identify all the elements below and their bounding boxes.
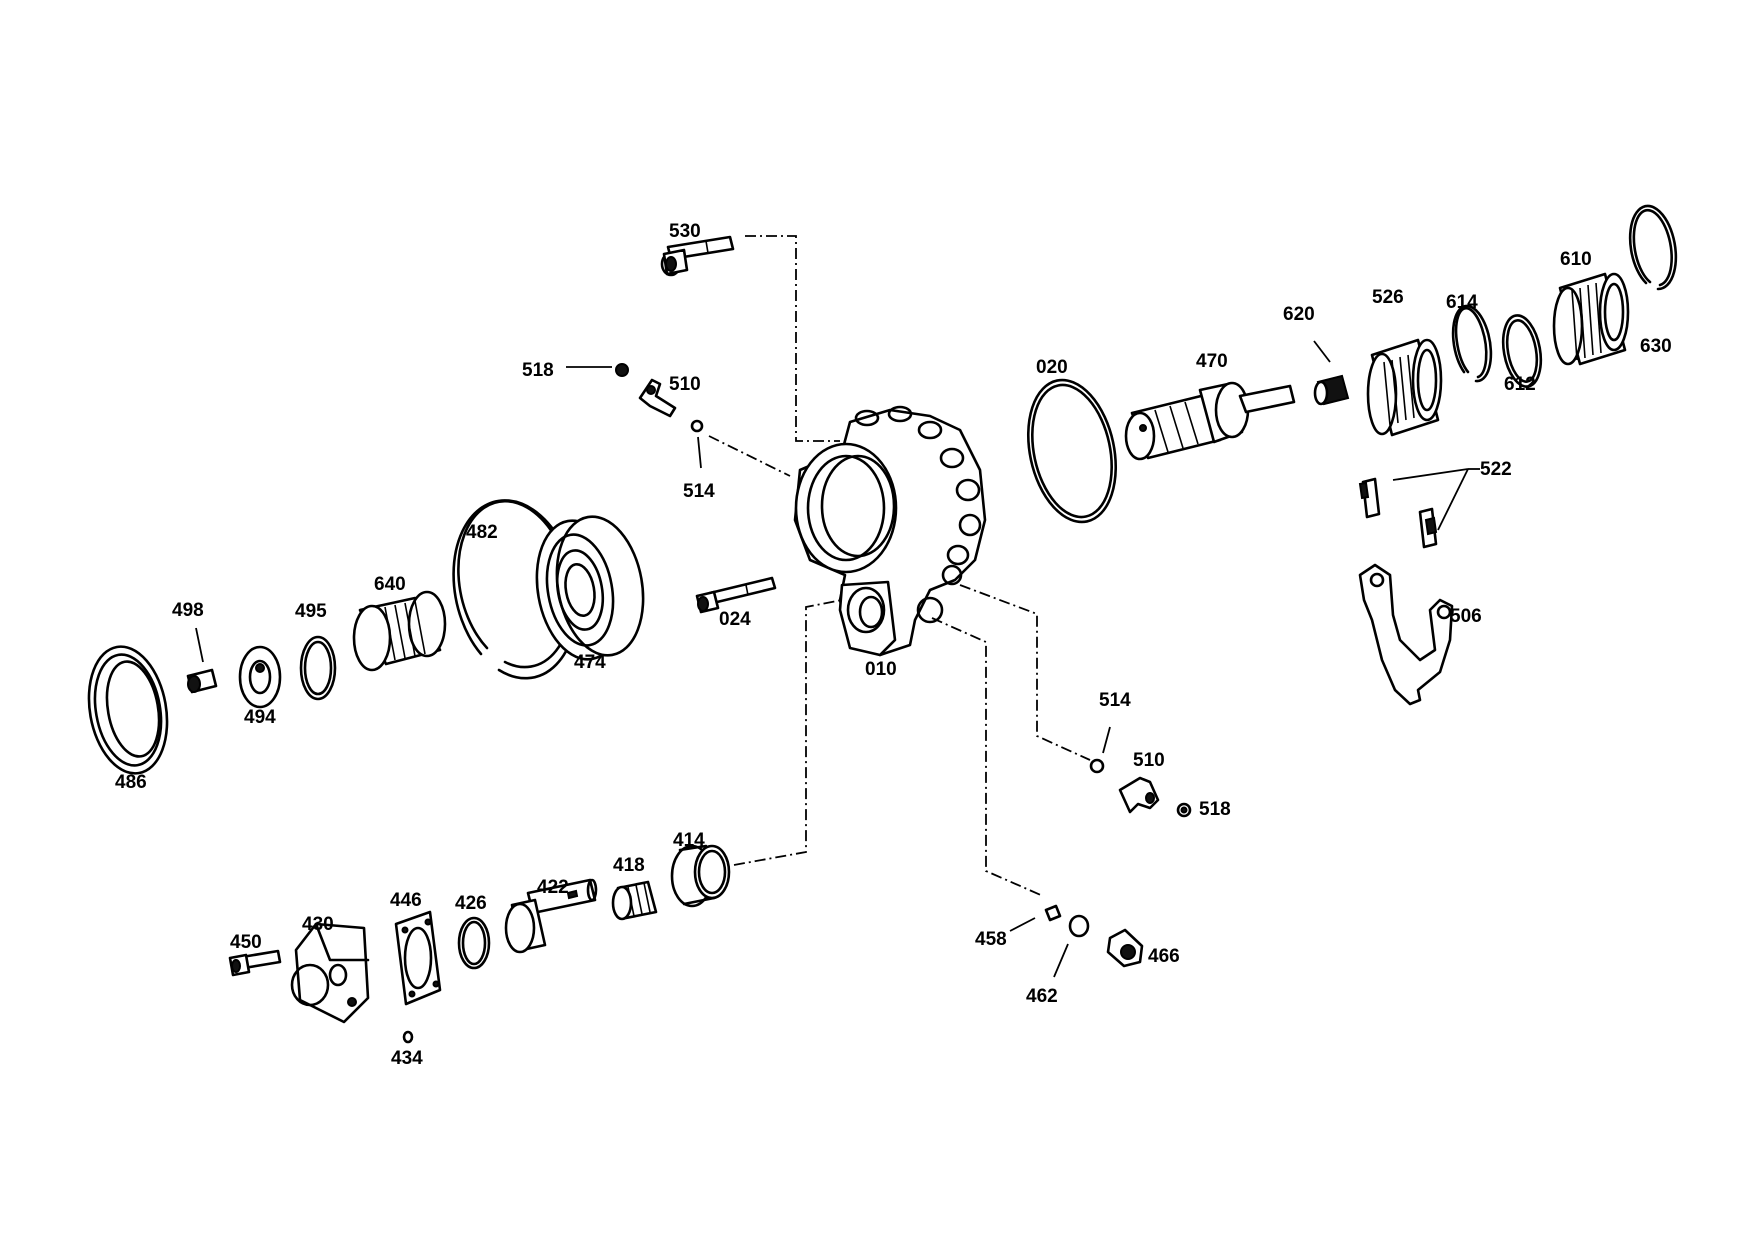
needle-bearing-620 [1313, 374, 1350, 406]
callout-450: 450 [230, 932, 262, 953]
callout-506: 506 [1450, 606, 1482, 627]
plug-518-upper [615, 363, 629, 377]
callout-620: 620 [1283, 304, 1315, 325]
callout-414: 414 [673, 830, 705, 851]
screw-498 [186, 668, 218, 694]
ball-bearing-474 [535, 515, 645, 661]
ring-434 [402, 1030, 414, 1044]
seal-486 [87, 645, 169, 775]
callout-498: 498 [172, 600, 204, 621]
housing-010 [793, 405, 987, 657]
bushing-414 [670, 844, 731, 908]
gasket-446 [394, 910, 442, 1006]
callout-518-upper: 518 [522, 360, 554, 381]
bolt-024 [695, 576, 777, 614]
piston-422 [504, 878, 598, 954]
plug-458 [1044, 904, 1062, 922]
circlip-630 [1628, 204, 1678, 291]
ring-514-upper [690, 419, 704, 433]
callout-020: 020 [1036, 357, 1068, 378]
washer-494 [238, 645, 282, 709]
callout-462: 462 [1026, 986, 1058, 1007]
callout-470: 470 [1196, 351, 1228, 372]
callout-494: 494 [244, 707, 276, 728]
lever-510-lower [1118, 776, 1160, 814]
callout-518-lower: 518 [1199, 799, 1231, 820]
callout-446: 446 [390, 890, 422, 911]
callout-530: 530 [669, 221, 701, 242]
callout-614: 614 [1446, 292, 1478, 313]
snap-ring-482 [452, 499, 579, 680]
callout-526: 526 [1372, 287, 1404, 308]
callout-labels: 530 518 510 514 020 470 620 526 614 610 … [115, 221, 1672, 1069]
callout-610: 610 [1560, 249, 1592, 270]
lever-510-upper [638, 378, 677, 418]
assembly-lines [708, 235, 1091, 897]
circlip-614 [1451, 304, 1493, 383]
callout-474: 474 [574, 652, 606, 673]
ring-612 [1501, 314, 1543, 388]
ring-426 [457, 916, 491, 970]
fitting-466 [1106, 928, 1144, 968]
callout-466: 466 [1148, 946, 1180, 967]
ring-495 [299, 635, 337, 701]
callout-495: 495 [295, 601, 327, 622]
plug-518-lower [1176, 802, 1192, 818]
callout-010: 010 [865, 659, 897, 680]
callout-458: 458 [975, 929, 1007, 950]
callout-612: 612 [1504, 374, 1536, 395]
callout-422: 422 [537, 877, 569, 898]
callout-510-upper: 510 [669, 374, 701, 395]
callout-514-upper: 514 [683, 481, 715, 502]
leader-lines [195, 340, 1480, 978]
callout-434: 434 [391, 1048, 423, 1069]
callout-630: 630 [1640, 336, 1672, 357]
shift-fork-506 [1358, 563, 1454, 706]
bolt-450 [228, 949, 282, 977]
callout-418: 418 [613, 855, 645, 876]
callout-486: 486 [115, 772, 147, 793]
oring-020 [1026, 378, 1118, 524]
callout-430: 430 [302, 914, 334, 935]
cover-430 [290, 922, 370, 1024]
roller-bearing-640 [352, 590, 447, 672]
ring-514-lower [1089, 758, 1105, 774]
callout-522: 522 [1480, 459, 1512, 480]
callout-640: 640 [374, 574, 406, 595]
shaft-470 [1124, 381, 1296, 461]
sleeve-526 [1366, 338, 1443, 437]
callout-024: 024 [719, 609, 751, 630]
callout-426: 426 [455, 893, 487, 914]
callout-514-lower: 514 [1099, 690, 1131, 711]
gear-610 [1552, 272, 1630, 366]
ring-462 [1068, 914, 1090, 938]
callout-482: 482 [466, 522, 498, 543]
inserts-522 [1358, 477, 1438, 549]
bolt-530 [660, 235, 735, 277]
callout-510-lower: 510 [1133, 750, 1165, 771]
spring-418 [611, 880, 658, 921]
